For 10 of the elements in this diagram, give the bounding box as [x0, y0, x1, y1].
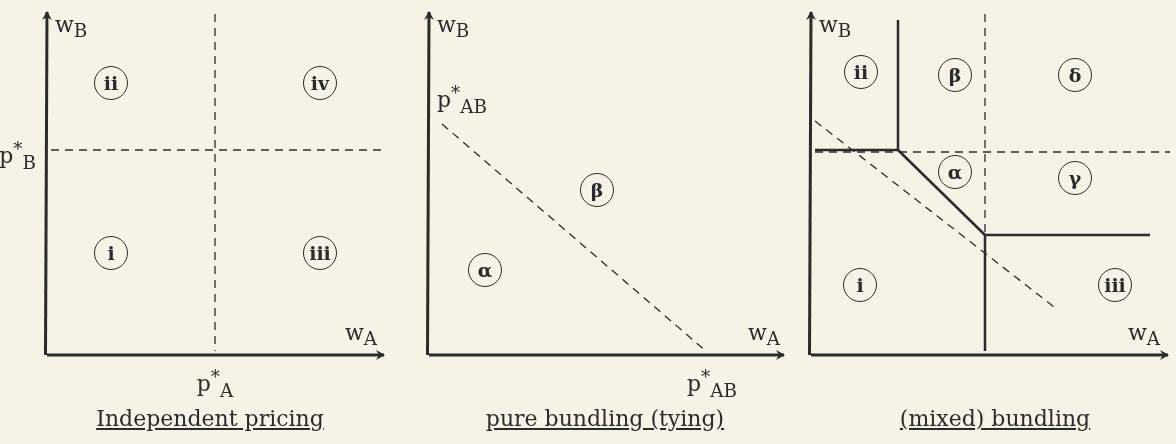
- region-marker: α: [938, 155, 972, 189]
- axis-label: w$_{B}$: [819, 14, 852, 41]
- panel-caption: pure bundling (tying): [485, 408, 725, 430]
- axis-label: w$_{A}$: [748, 322, 781, 349]
- panel-caption: Independent pricing: [96, 408, 324, 430]
- axis-label: w$_{A}$: [1128, 322, 1161, 349]
- axis-label: w$_{A}$: [345, 322, 378, 349]
- axis-label: w$_{B}$: [437, 14, 470, 41]
- axis-label: w$_{B}$: [55, 14, 88, 41]
- panel-caption: (mixed) bundling: [899, 408, 1091, 430]
